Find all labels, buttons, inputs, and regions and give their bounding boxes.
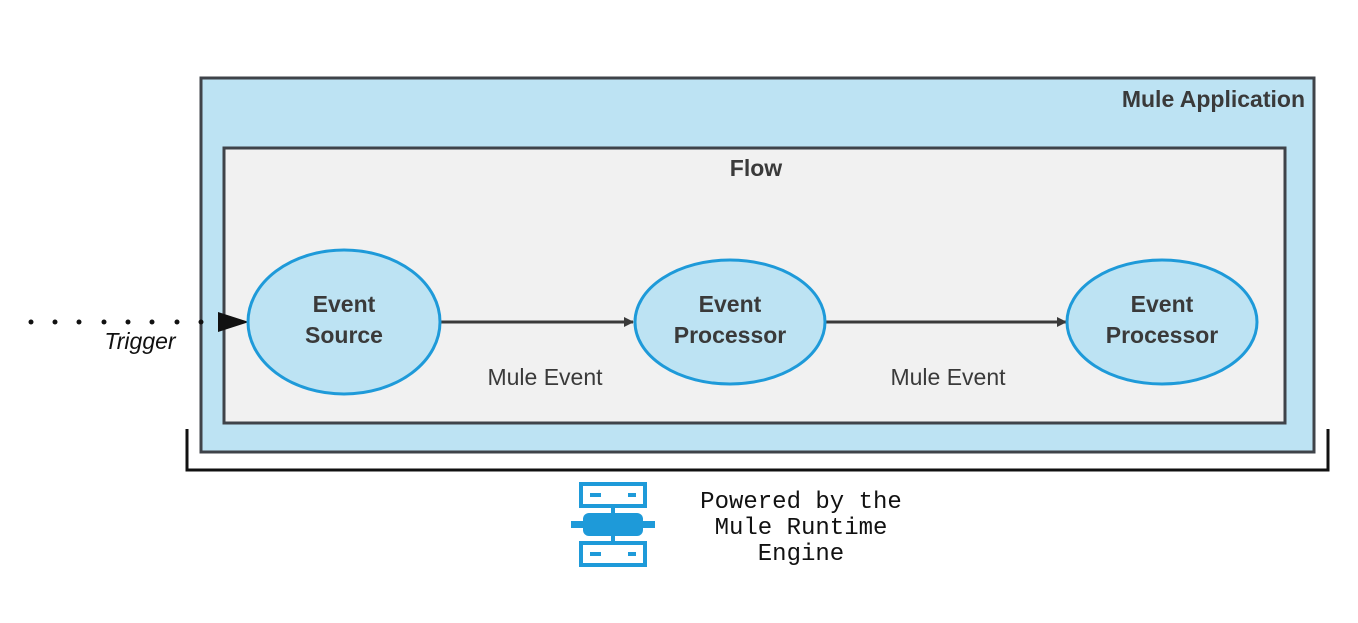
trigger-arrowhead [218,312,249,332]
runtime-line3: Engine [758,541,844,568]
edge-label-mule-event-1: Mule Event [487,364,603,390]
trigger-dotted-line [28,319,204,325]
server-icon [571,482,655,567]
runtime-line2: Mule Runtime [715,515,888,542]
event-processor-1-line1: Event [699,291,762,317]
event-processor-2-line1: Event [1131,291,1194,317]
mule-application-label: Mule Application [1122,86,1305,112]
event-processor-node-2: Event Processor [1065,258,1259,386]
trigger-label: Trigger [104,328,176,354]
event-processor-1-line2: Processor [674,322,787,348]
event-source-line2: Source [305,322,383,348]
flow-label: Flow [730,155,782,181]
event-source-line1: Event [313,291,376,317]
event-source-node: Event Source [246,248,442,396]
runtime-line1: Powered by the [700,489,902,516]
event-processor-2-line2: Processor [1106,322,1219,348]
edge-label-mule-event-2: Mule Event [890,364,1006,390]
event-processor-node-1: Event Processor [633,258,827,386]
runtime-bracket [185,429,1330,472]
